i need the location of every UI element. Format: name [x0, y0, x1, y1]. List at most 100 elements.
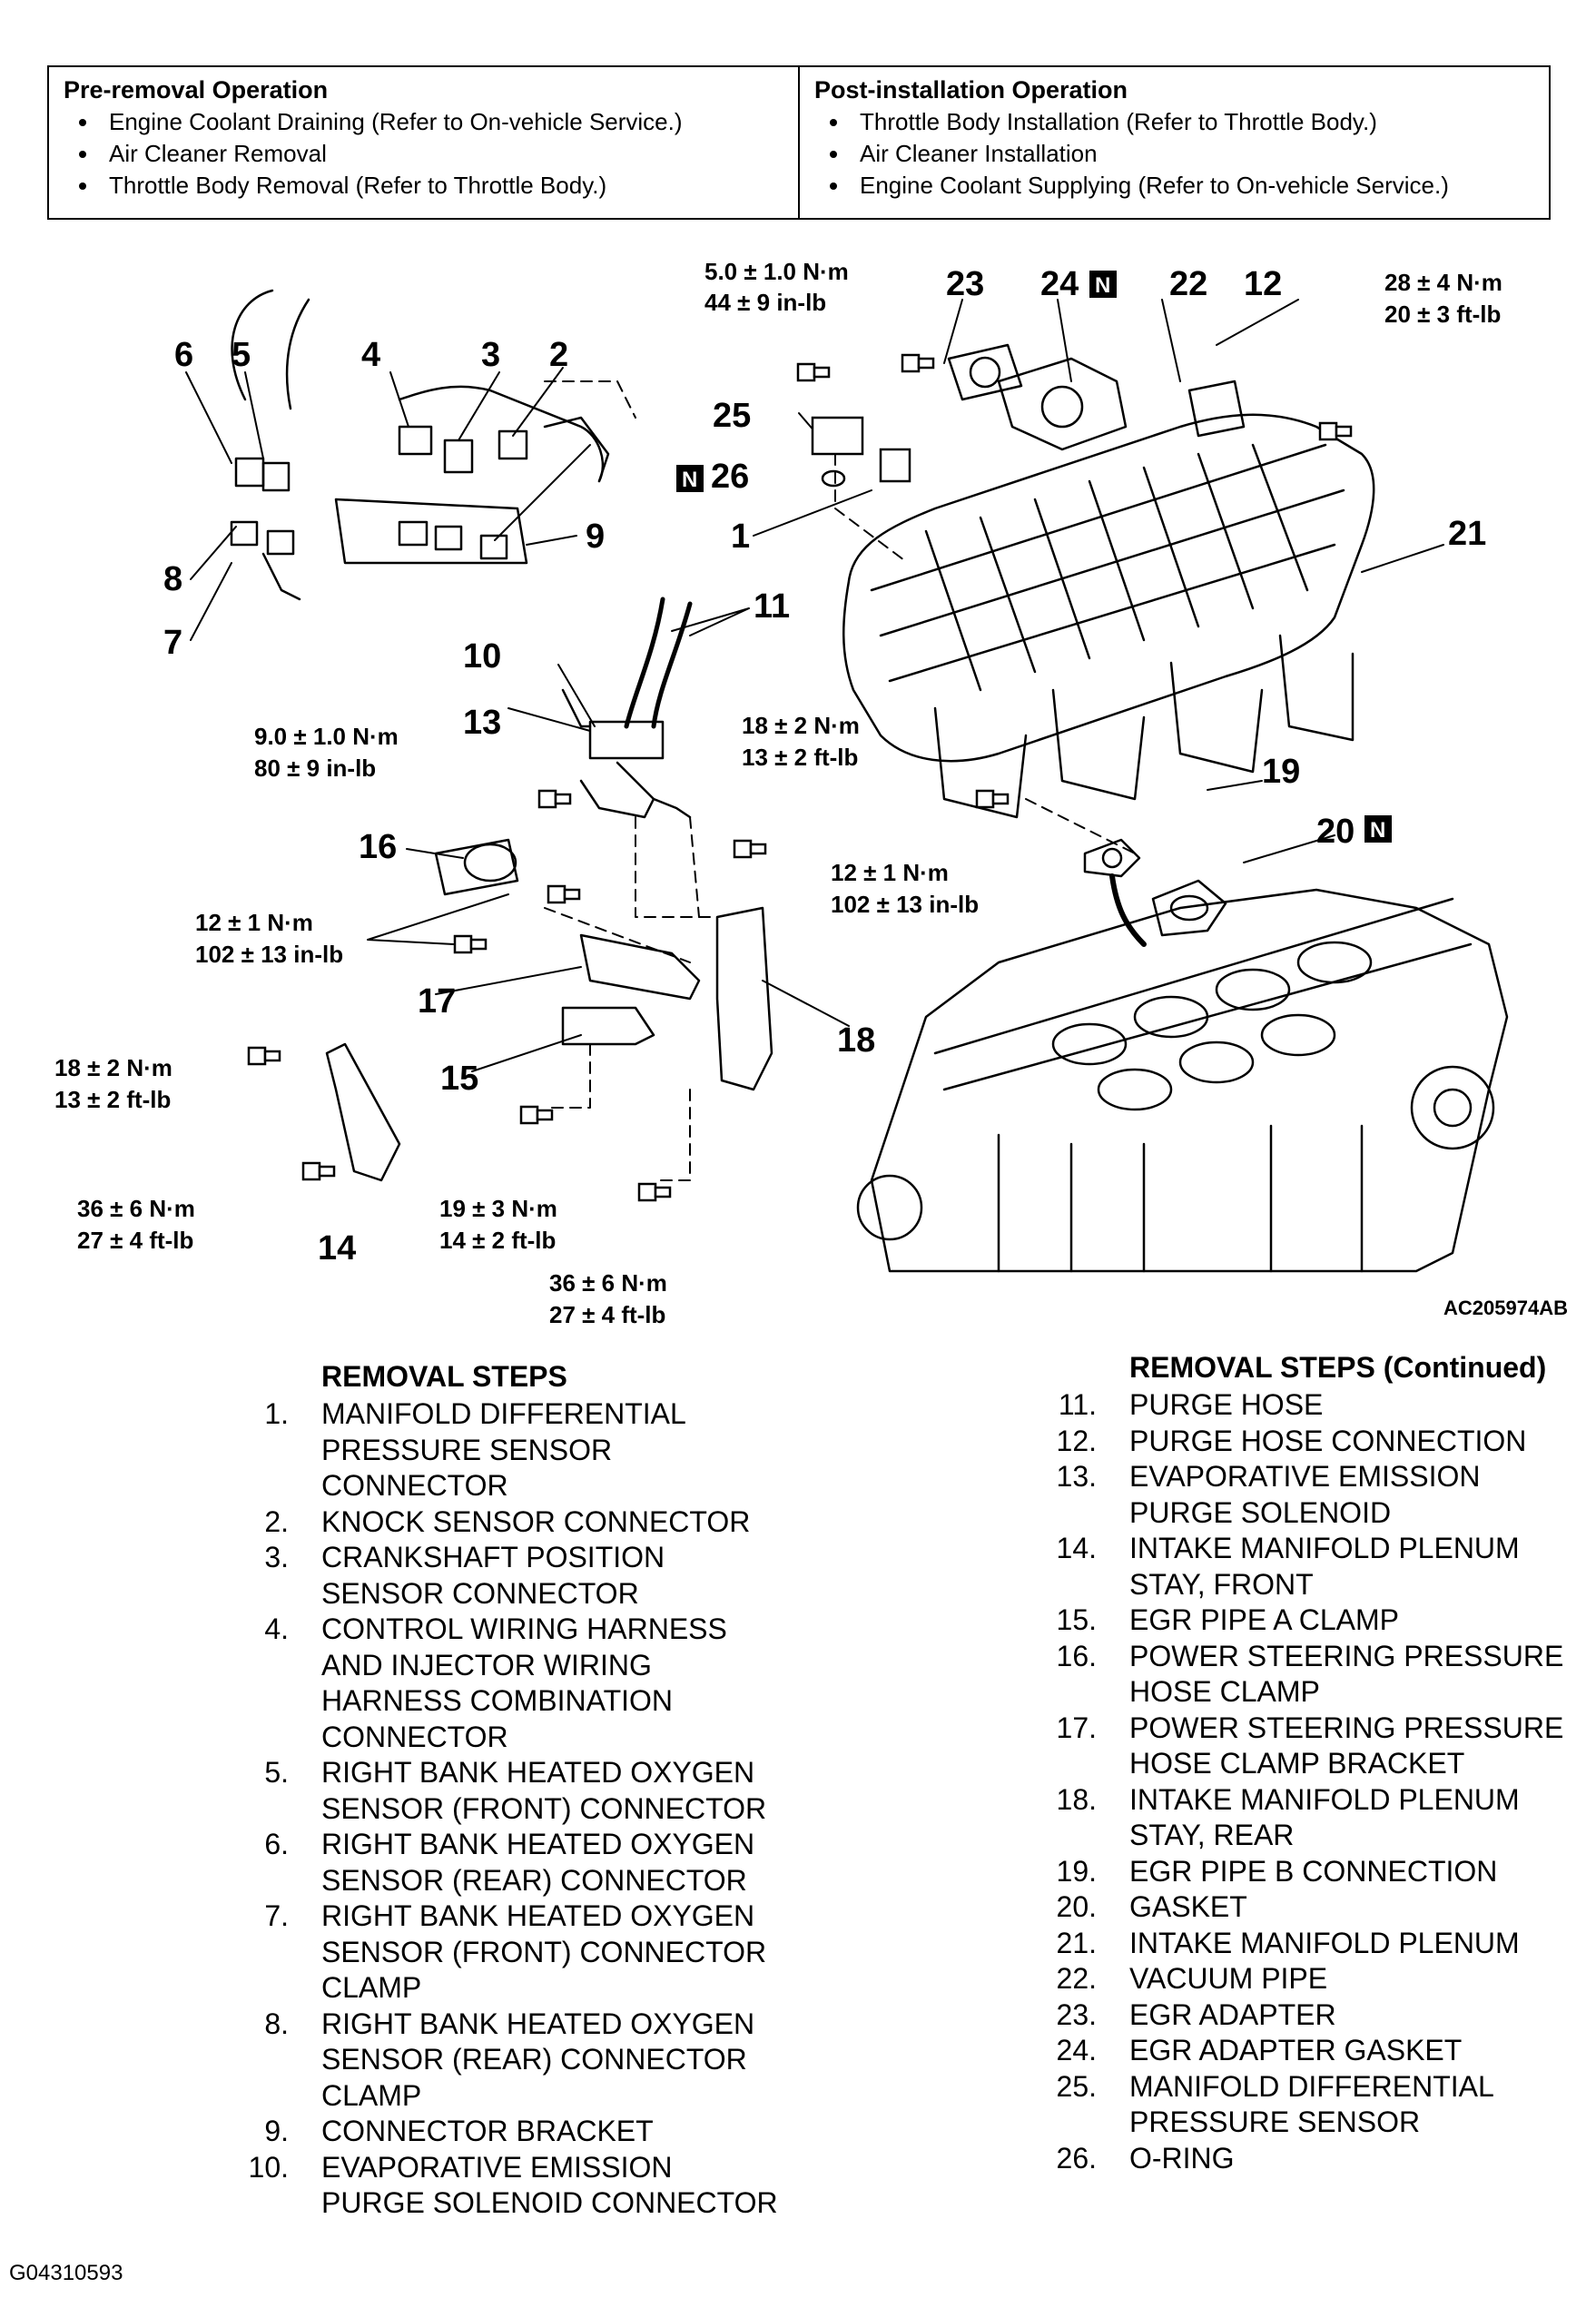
post-installation-title: Post-installation Operation — [814, 76, 1128, 104]
removal-step: 21. INTAKE MANIFOLD PLENUM — [1031, 1926, 1563, 1962]
step-number: 24. — [1056, 2034, 1097, 2066]
step-number: 13. — [1056, 1460, 1097, 1493]
step-text: EGR ADAPTER GASKET — [1129, 2034, 1463, 2066]
bolt-icon — [547, 884, 581, 904]
callout-8: 8 — [163, 560, 182, 598]
removal-steps-continued-title: REMOVAL STEPS (Continued) — [1129, 1351, 1547, 1384]
bolt-icon — [247, 1046, 281, 1066]
removal-step: 4.CONTROL WIRING HARNESS AND INJECTOR WI… — [223, 1612, 778, 1755]
removal-step: 24. EGR ADAPTER GASKET — [1031, 2033, 1563, 2069]
pre-removal-item: Throttle Body Removal (Refer to Throttle… — [100, 170, 783, 202]
callout-24: 24 — [1040, 265, 1079, 303]
torque-nm: 12 ± 1 N·m — [195, 909, 313, 936]
removal-step: 2.KNOCK SENSOR CONNECTOR — [223, 1504, 778, 1541]
post-installation-item: Throttle Body Installation (Refer to Thr… — [851, 106, 1534, 138]
removal-step: 10. EVAPORATIVE EMISSION PURGE SOLENOID C… — [223, 2150, 778, 2222]
step-number: 4. — [264, 1613, 289, 1645]
post-installation-item: Air Cleaner Installation — [851, 138, 1534, 170]
step-text: EGR ADAPTER — [1129, 1997, 1336, 2031]
step-number: 16. — [1056, 1639, 1097, 1672]
callout-14: 14 — [318, 1229, 356, 1267]
removal-step: 9.CONNECTOR BRACKET — [223, 2114, 778, 2150]
pre-removal-title: Pre-removal Operation — [64, 76, 329, 104]
exploded-diagram: N N N 1 2 3 4 5 6 7 8 9 10 11 12 13 14 1… — [54, 258, 1568, 1328]
torque-nm: 28 ± 4 N·m — [1384, 269, 1502, 296]
callout-20: 20 — [1316, 813, 1355, 851]
bolt-icon — [975, 789, 1010, 809]
step-text: RIGHT BANK HEATED OXYGEN SENSOR (REAR) C… — [321, 1828, 755, 1897]
removal-step: 23. EGR ADAPTER — [1031, 1997, 1563, 2034]
step-number: 6. — [264, 1828, 289, 1860]
post-installation-list: Throttle Body Installation (Refer to Thr… — [814, 106, 1534, 202]
callout-25: 25 — [713, 397, 751, 435]
step-text: RIGHT BANK HEATED OXYGEN SENSOR (REAR) C… — [321, 2007, 755, 2112]
callout-23: 23 — [946, 265, 984, 303]
post-installation-column: Post-installation Operation Throttle Bod… — [798, 67, 1549, 218]
removal-step: 8.RIGHT BANK HEATED OXYGEN SENSOR (REAR)… — [223, 2007, 778, 2115]
step-number: 21. — [1056, 1926, 1097, 1959]
figure-code: AC205974AB — [1443, 1297, 1568, 1319]
step-number: 5. — [264, 1756, 289, 1789]
step-number: 23. — [1056, 1997, 1097, 2031]
torque-imperial: 13 ± 2 ft-lb — [742, 744, 858, 771]
engine-block — [856, 888, 1509, 1273]
step-text: PURGE HOSE CONNECTION — [1129, 1424, 1527, 1457]
step-number: 15. — [1056, 1603, 1097, 1636]
removal-step: 13.EVAPORATIVE EMISSION PURGE SOLENOID — [1031, 1459, 1563, 1531]
page-code: G04310593 — [9, 2261, 123, 2285]
pre-removal-item: Air Cleaner Removal — [100, 138, 783, 170]
step-number: 14. — [1056, 1532, 1097, 1564]
step-text: POWER STEERING PRESSURE HOSE CLAMP BRACK… — [1129, 1711, 1564, 1780]
removal-step: 15. EGR PIPE A CLAMP — [1031, 1603, 1563, 1639]
torque-nm: 19 ± 3 N·m — [439, 1195, 557, 1222]
step-text: EVAPORATIVE EMISSION PURGE SOLENOID CONN… — [321, 2150, 778, 2220]
step-text: KNOCK SENSOR CONNECTOR — [321, 1504, 751, 1538]
step-text: INTAKE MANIFOLD PLENUM STAY, REAR — [1129, 1782, 1520, 1852]
callout-6: 6 — [174, 336, 193, 374]
callout-13: 13 — [463, 704, 501, 742]
n-mark-label: N — [1370, 818, 1385, 843]
step-text: RIGHT BANK HEATED OXYGEN SENSOR (FRONT) … — [321, 1756, 767, 1825]
torque-imperial: 20 ± 3 ft-lb — [1384, 301, 1501, 328]
step-text: EGR PIPE A CLAMP — [1129, 1603, 1399, 1636]
callout-21: 21 — [1448, 515, 1486, 553]
callout-4: 4 — [361, 336, 380, 374]
n-mark-label: N — [1095, 273, 1110, 298]
torque-nm: 36 ± 6 N·m — [77, 1195, 195, 1222]
bolt-icon — [453, 934, 488, 954]
step-text: EGR PIPE B CONNECTION — [1129, 1854, 1498, 1888]
callout-18: 18 — [837, 1021, 875, 1060]
step-number: 3. — [264, 1541, 289, 1573]
removal-step: 5. RIGHT BANK HEATED OXYGEN SENSOR (FRONT… — [223, 1755, 778, 1827]
removal-step: 6. RIGHT BANK HEATED OXYGEN SENSOR (REAR)… — [223, 1827, 778, 1899]
bolt-icon — [733, 839, 767, 859]
bolt-icon — [537, 789, 572, 809]
step-text: MANIFOLD DIFFERENTIAL PRESSURE SENSOR CO… — [321, 1397, 686, 1502]
torque-imperial: 14 ± 2 ft-lb — [439, 1227, 556, 1254]
callout-11: 11 — [754, 587, 790, 626]
callout-2: 2 — [549, 336, 568, 374]
torque-nm: 12 ± 1 N·m — [831, 859, 949, 886]
removal-step: 17.POWER STEERING PRESSURE HOSE CLAMP BR… — [1031, 1711, 1564, 1782]
torque-nm: 18 ± 2 N·m — [742, 712, 860, 739]
callout-16: 16 — [359, 828, 397, 866]
removal-step: 20.GASKET — [1031, 1889, 1563, 1926]
step-text: POWER STEERING PRESSURE HOSE CLAMP — [1129, 1639, 1564, 1709]
callout-26: 26 — [711, 458, 749, 496]
torque-nm: 36 ± 6 N·m — [549, 1269, 667, 1297]
removal-step: 1.MANIFOLD DIFFERENTIAL PRESSURE SENSOR … — [223, 1396, 778, 1504]
step-number: 10. — [248, 2150, 289, 2184]
bolt-icon — [901, 353, 935, 373]
removal-step: 18.INTAKE MANIFOLD PLENUM STAY, REAR — [1031, 1782, 1563, 1854]
torque-imperial: 44 ± 9 in-lb — [704, 289, 826, 316]
callout-17: 17 — [418, 982, 456, 1021]
pre-removal-column: Pre-removal Operation Engine Coolant Dra… — [49, 67, 798, 218]
torque-nm: 9.0 ± 1.0 N·m — [254, 723, 399, 750]
removal-step: 25.MANIFOLD DIFFERENTIAL PRESSURE SENSOR — [1031, 2069, 1563, 2141]
step-text: INTAKE MANIFOLD PLENUM — [1129, 1926, 1520, 1959]
step-number: 19. — [1056, 1854, 1097, 1888]
bolt-icon — [637, 1182, 672, 1202]
callout-19: 19 — [1262, 753, 1300, 791]
step-text: O-RING — [1129, 2141, 1235, 2175]
torque-imperial: 102 ± 13 in-lb — [831, 891, 979, 918]
